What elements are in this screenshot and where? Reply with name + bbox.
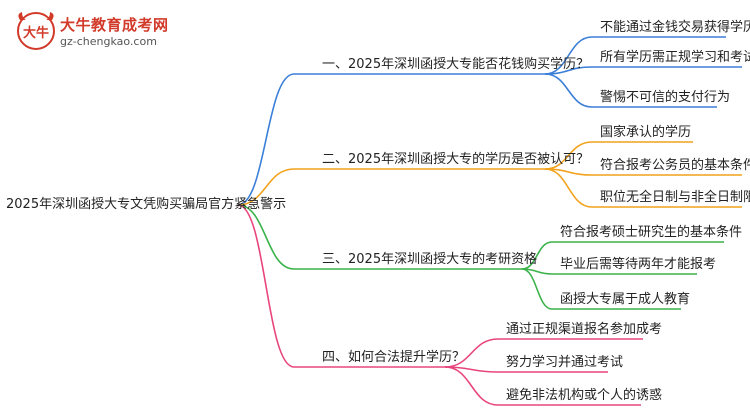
- branch-4-connector: [237, 204, 295, 368]
- branch-3-label: 三、2025年深圳函授大专的考研资格: [322, 252, 538, 267]
- branch-3-leaf-1-connector: [521, 241, 553, 270]
- branch-3-leaf-1: 符合报考硕士研究生的基本条件: [560, 225, 743, 240]
- branch-2-leaf-3-connector: [544, 168, 593, 208]
- branch-1-label: 一、2025年深圳函授大专能否花钱购买学历？: [322, 57, 590, 72]
- branch-2-leaf-3: 职位无全日制与非全日制限制: [600, 190, 750, 205]
- branch-1-leaf-3-connector: [544, 73, 593, 108]
- branch-4-leaf-2: 努力学习并通过考试: [506, 355, 624, 370]
- branch-4-leaf-3: 避免非法机构或个人的诱惑: [506, 388, 663, 403]
- branch-4-leaf-1: 通过正规渠道报名参加成考: [506, 322, 663, 337]
- logo-url[interactable]: gz-chengkao.com: [60, 35, 157, 48]
- branch-1-leaf-3: 警惕不可信的支付行为: [600, 90, 731, 105]
- branch-2-leaf-2: 符合报考公务员的基本条件: [600, 158, 750, 173]
- branch-4-leaf-1-connector: [444, 338, 499, 368]
- branch-2-leaf-1-connector: [544, 141, 593, 170]
- branch-2-label: 二、2025年深圳函授大专的学历是否被认可？: [322, 152, 590, 167]
- branch-4-label: 四、如何合法提升学历？: [322, 350, 466, 365]
- logo-title: 大牛教育成考网: [60, 16, 169, 34]
- root-topic: 2025年深圳函授大专文凭购买骗局官方紧急警示: [6, 197, 287, 212]
- branch-1-leaf-1: 不能通过金钱交易获得学历: [600, 20, 750, 35]
- branch-4-leaf-3-connector: [444, 366, 499, 406]
- branch-3-leaf-3-connector: [521, 268, 553, 310]
- site-logo[interactable]: 大牛 大牛教育成考网 gz-chengkao.com: [14, 10, 168, 52]
- bull-logo-icon: 大牛: [17, 12, 55, 50]
- branch-1-connector: [237, 73, 295, 206]
- branch-2-connector: [237, 168, 295, 206]
- branch-3-leaf-3: 函授大专属于成人教育: [560, 292, 691, 307]
- branch-2-leaf-1: 国家承认的学历: [600, 125, 692, 140]
- branch-3-connector: [237, 204, 295, 270]
- logo-mark-text: 大牛: [23, 25, 49, 41]
- branch-1-leaf-2: 所有学历需正规学习和考试: [600, 50, 750, 65]
- branch-3-leaf-2: 毕业后需等待两年才能报考: [560, 257, 717, 272]
